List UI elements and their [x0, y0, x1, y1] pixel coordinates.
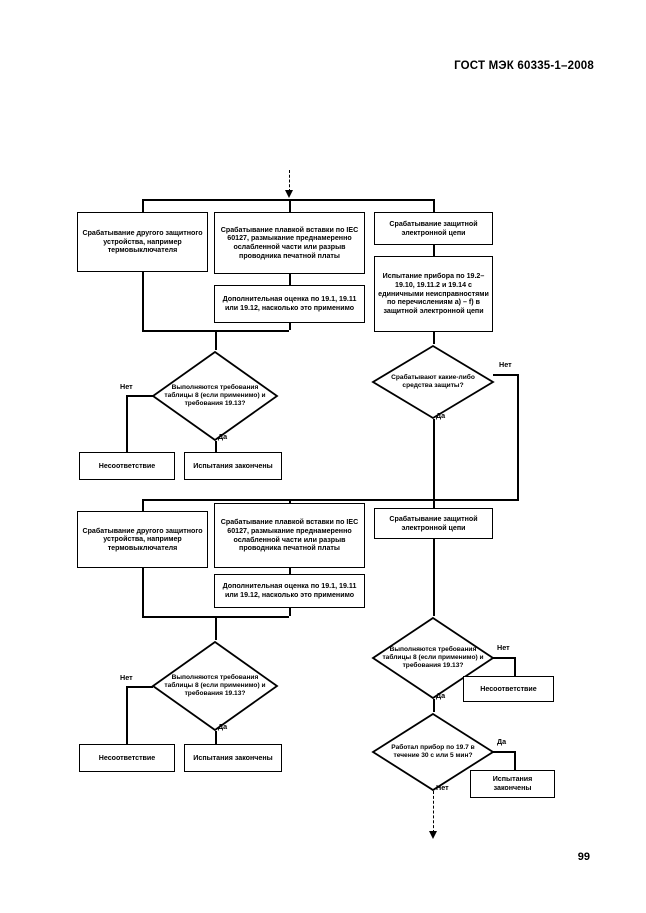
edge-label-yes-table8-1: Да: [218, 432, 228, 441]
edge-label-yes-table8-2left: Да: [218, 722, 228, 731]
connector-protection-no-right-1: [493, 374, 519, 376]
connector-bus-to-box2: [289, 199, 291, 212]
connector-table8-yes-down-2right: [433, 699, 435, 712]
box-protective-electronic-circuit-2: Срабатывание защитной электронной цепи: [374, 508, 493, 539]
entry-arrowhead: [285, 190, 293, 198]
connector-protection-no-down-1: [517, 374, 519, 499]
edge-label-yes-table8-2right: Да: [436, 691, 446, 700]
connector-appliance-yes-right: [493, 751, 516, 753]
connector-section2-bus: [142, 499, 519, 501]
edge-label-yes-appliance: Да: [497, 737, 507, 746]
box-other-protective-device-1: Срабатывание другого защитного устройств…: [77, 212, 208, 272]
document-standard-header: ГОСТ МЭК 60335-1–2008: [454, 60, 594, 72]
connector-pec-to-test-1: [433, 245, 435, 256]
connector-table8-no-2left: [126, 686, 153, 688]
connector-table8-no-1: [126, 395, 153, 397]
edge-label-no-table8-2right: Нет: [497, 643, 510, 652]
connector-assessment-down-2: [289, 608, 291, 616]
decision-table8-2-left: Выполняются требования таблицы 8 (если п…: [151, 640, 279, 732]
connector-table8-no-down-2right: [514, 657, 516, 676]
connector-test-to-decision-1: [433, 332, 435, 344]
result-nonconformity-2-right: Несоответствие: [463, 676, 554, 702]
connector-merge-to-diamond-2: [215, 616, 217, 640]
connector-table8-no-down-2left: [126, 686, 128, 744]
connector-bus2-to-box3: [433, 499, 435, 511]
connector-bus2-to-box1: [142, 499, 144, 511]
connector-table8-no-right-2: [493, 657, 516, 659]
box-protective-electronic-circuit-1: Срабатывание защитной электронной цепи: [374, 212, 493, 245]
connector-table8-no-down-1: [126, 395, 128, 452]
result-nonconformity-1: Несоответствие: [79, 452, 175, 480]
connector-fuse-to-assessment-1: [289, 274, 291, 285]
box-fuse-link-1: Срабатывание плавкой вставки по IEC 6012…: [214, 212, 365, 274]
box-fuse-link-2: Срабатывание плавкой вставки по IEC 6012…: [214, 503, 365, 568]
edge-label-no-protection-1: Нет: [499, 360, 512, 369]
connector-appliance-yes-down: [514, 751, 516, 770]
connector-table8-yes-2left: [215, 731, 217, 744]
connector-table8-yes-1: [215, 441, 217, 452]
edge-label-yes-protection-1: Да: [436, 411, 446, 420]
box-other-protective-device-2: Срабатывание другого защитного устройств…: [77, 511, 208, 568]
result-tests-completed-2-right: Испытания закончены: [470, 770, 555, 798]
connector-assessment-down-1: [289, 323, 291, 330]
result-tests-completed-1: Испытания закончены: [184, 452, 282, 480]
box-appliance-test-1: Испытание прибора по 19.2–19.10, 19.11.2…: [374, 256, 493, 332]
connector-protection-yes-down-1: [433, 419, 435, 499]
result-tests-completed-2-left: Испытания закончены: [184, 744, 282, 772]
connector-fuse-to-assessment-2: [289, 568, 291, 574]
box-additional-assessment-2: Дополнительная оценка по 19.1, 19.11 или…: [214, 574, 365, 608]
decision-protection-operates-1: Срабатывают какие-либо средства защиты?: [371, 344, 495, 420]
result-nonconformity-2-left: Несоответствие: [79, 744, 175, 772]
connector-bus-to-box1: [142, 199, 144, 212]
page-number: 99: [577, 851, 590, 863]
edge-label-no-appliance: Нет: [436, 783, 449, 792]
edge-label-no-table8-2left: Нет: [120, 673, 133, 682]
entry-dashed-line: [289, 170, 290, 192]
connector-bus-to-box3: [433, 199, 435, 212]
exit-dashed-line: [433, 791, 434, 833]
connector-merge-to-diamond-1: [215, 330, 217, 350]
connector-box1-down-1: [142, 272, 144, 330]
exit-arrowhead: [429, 831, 437, 839]
decision-table8-1: Выполняются требования таблицы 8 (если п…: [151, 350, 279, 442]
box-additional-assessment-1: Дополнительная оценка по 19.1, 19.11 или…: [214, 285, 365, 323]
connector-box1-down-2: [142, 568, 144, 616]
connector-pec2-down: [433, 539, 435, 616]
edge-label-no-table8-1: Нет: [120, 382, 133, 391]
connector-top-bus: [142, 199, 434, 201]
